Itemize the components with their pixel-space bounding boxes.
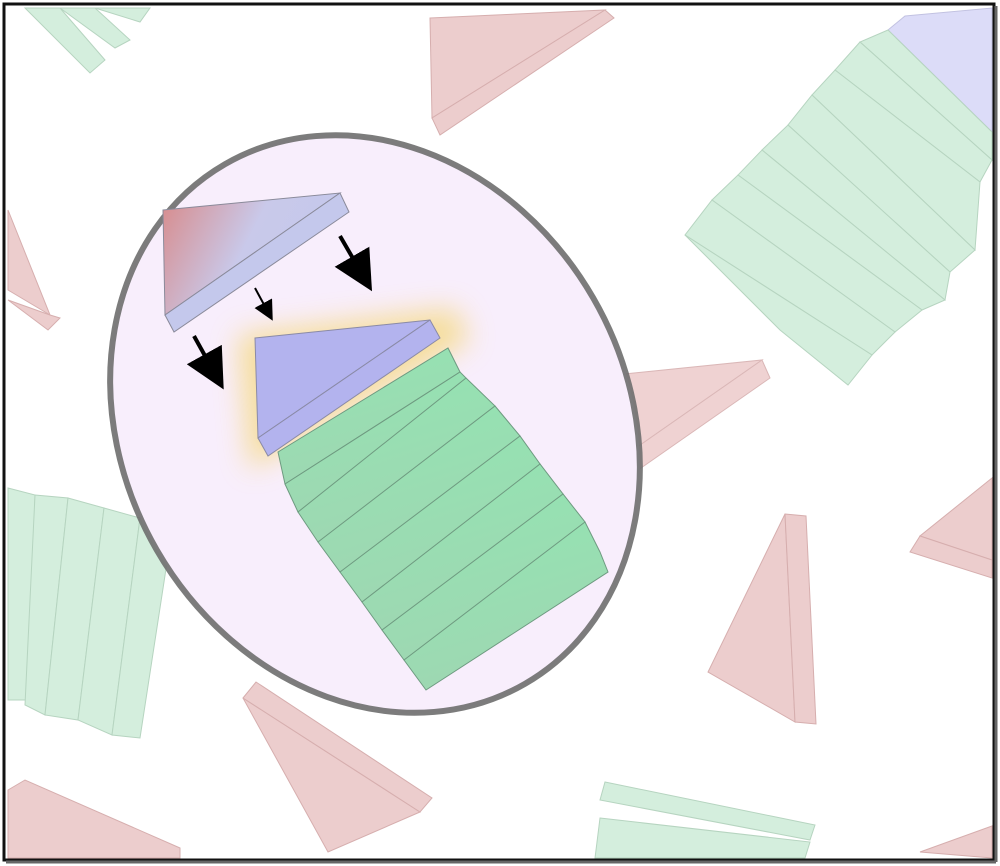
bg-wedge-right-edge — [909, 476, 993, 579]
bg-wedge-bottom — [242, 681, 433, 853]
bg-wedge-tall — [707, 513, 817, 725]
target-stack — [277, 347, 609, 691]
source-wedge — [162, 192, 350, 333]
bg-wedge-bottom-left — [7, 779, 181, 859]
bg-stack-top-right — [684, 7, 993, 386]
target-cap — [254, 319, 441, 457]
arrow-middle — [254, 287, 273, 321]
background-shapes — [7, 7, 993, 859]
bg-wedge-top — [429, 9, 615, 136]
bg-wedge-bottom-right — [919, 825, 993, 859]
bg-stack-top-left — [23, 7, 151, 74]
bg-stack-bottom — [594, 781, 816, 859]
bg-stack-left — [7, 487, 173, 739]
bg-wedge-left — [7, 209, 61, 331]
arrow-down-right-icon — [186, 234, 373, 390]
arrow-left — [186, 335, 224, 390]
arrow-right — [334, 234, 373, 292]
